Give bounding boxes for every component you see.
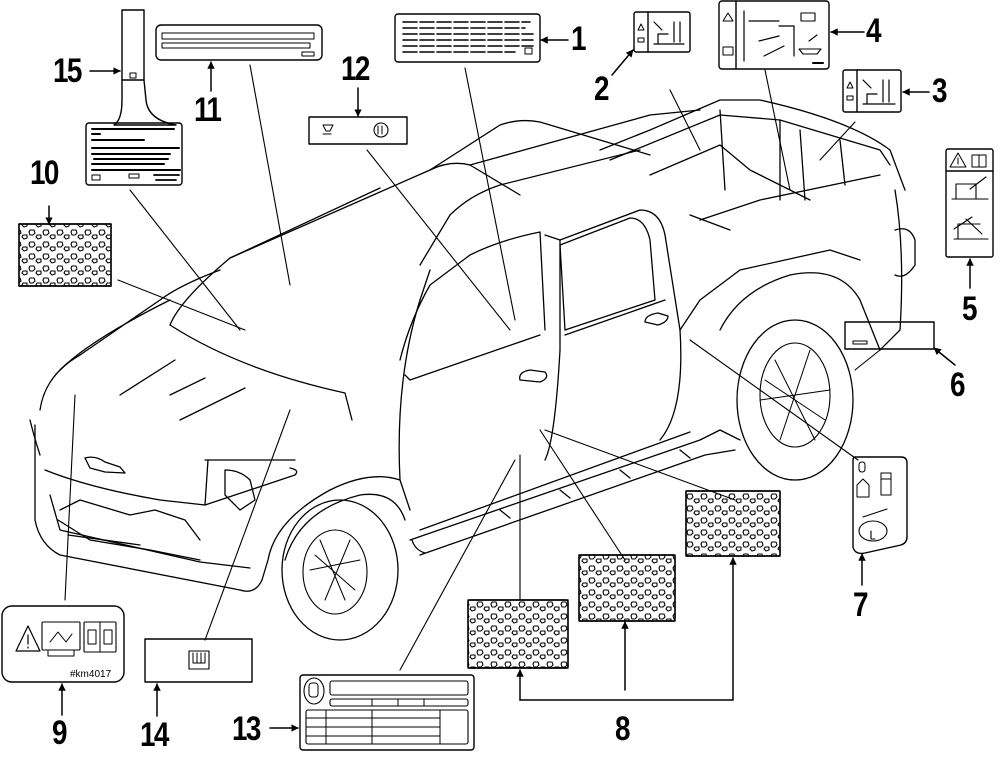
leader-lines	[64, 64, 881, 671]
callout-6: 6	[950, 366, 966, 404]
label-13-certification	[299, 674, 475, 751]
callout-10: 10	[30, 154, 59, 192]
callout-14: 14	[140, 716, 169, 754]
callout-5: 5	[962, 290, 978, 328]
callout-4: 4	[866, 12, 882, 50]
label-15-emission	[85, 9, 183, 186]
label-1-info	[394, 13, 541, 63]
label-12-airbag	[308, 116, 408, 145]
callout-3: 3	[932, 72, 948, 110]
callout-15: 15	[53, 52, 82, 90]
callout-12: 12	[341, 50, 370, 88]
callout-9: 9	[52, 714, 68, 752]
callout-7: 7	[853, 586, 869, 624]
label-8-anti-theft-c	[685, 490, 781, 557]
fan-warning-code: #km4017	[70, 669, 112, 680]
label-6-tire-placard	[844, 321, 935, 350]
label-8-anti-theft-a	[467, 599, 569, 669]
callout-13: 13	[232, 710, 261, 748]
label-7-jack-instructions	[852, 456, 908, 555]
label-10-anti-theft	[18, 223, 112, 287]
callout-8: 8	[615, 710, 631, 748]
truck-body	[29, 99, 916, 641]
label-8-anti-theft-b	[578, 554, 676, 622]
label-14-fuse	[144, 638, 253, 683]
label-4-loading-warning	[718, 0, 830, 70]
label-3-bed-caution	[842, 69, 902, 113]
label-2-bed-caution	[633, 11, 691, 53]
callout-11: 11	[194, 91, 222, 129]
label-9-fan-warning: #km4017	[1, 605, 125, 683]
label-11-windshield-strip	[155, 24, 323, 61]
label-5-tailgate-warning	[945, 148, 994, 258]
callout-2: 2	[594, 70, 610, 108]
callout-1: 1	[571, 20, 587, 58]
callout-arrows	[45, 28, 974, 732]
